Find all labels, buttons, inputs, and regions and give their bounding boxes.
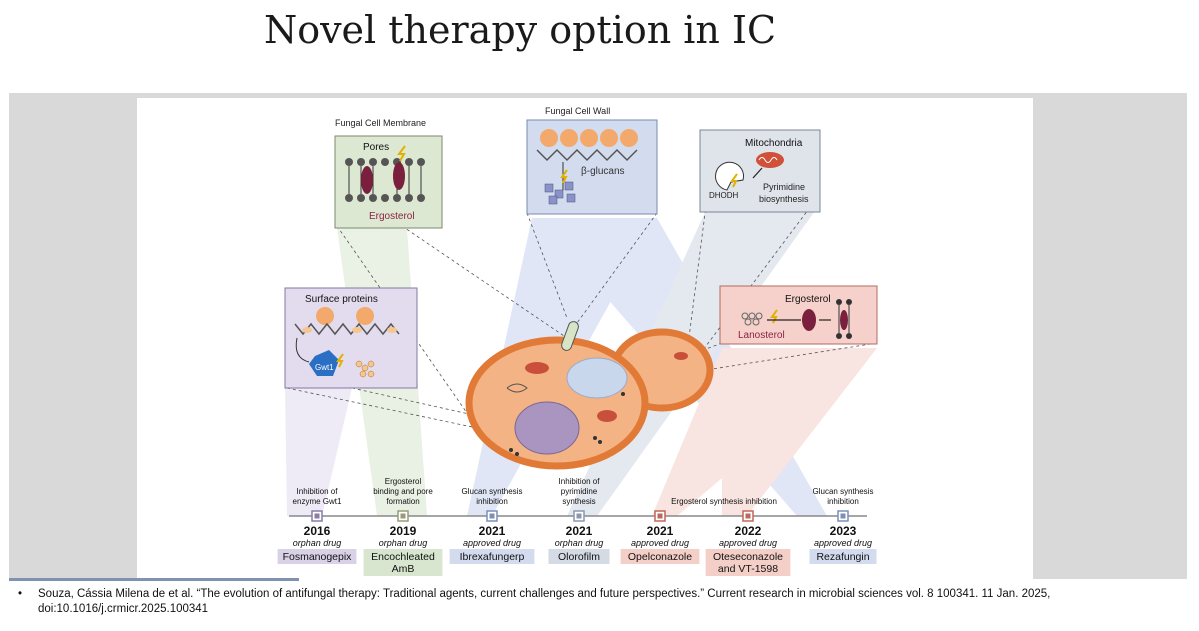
ergosterol-title: Ergosterol — [785, 294, 831, 305]
mechanism-text: Glucan synthesis — [813, 487, 874, 496]
bullet-marker: • — [18, 588, 23, 600]
pyrimidine-label: Pyrimidine — [763, 182, 805, 192]
drug-highlight — [705, 549, 791, 576]
mitochondrion-icon — [715, 152, 784, 191]
timeline-marker-core — [489, 513, 495, 519]
drug-name: Rezafungin — [816, 551, 869, 563]
gwt1-label: Gwt1 — [315, 363, 334, 372]
cell-membrane-panel: Fungal Cell Membrane Pores Ergosterol — [334, 118, 443, 229]
timeline-year: 2019 — [390, 524, 417, 538]
drug-name: Olorofilm — [558, 551, 600, 563]
mitochondria-title: Mitochondria — [745, 138, 803, 149]
timeline-marker-core — [314, 513, 320, 519]
drug-name: AmB — [392, 563, 415, 575]
lipid-bilayer-icon — [345, 145, 425, 202]
citation-text: Souza, Cássia Milena de et al. “The evol… — [38, 588, 1051, 615]
yeast-cell-illustration — [465, 321, 714, 470]
drug-highlight — [548, 549, 610, 564]
timeline-status: orphan drug — [555, 538, 604, 548]
pores-title: Pores — [363, 142, 389, 153]
drug-highlight — [809, 549, 877, 564]
drug-name: Opelconazole — [628, 551, 692, 563]
mechanism-text: Glucan synthesis — [462, 487, 523, 496]
timeline-year: 2016 — [304, 524, 331, 538]
timeline-marker-core — [400, 513, 406, 519]
mechanism-text: Ergosterol synthesis inhibition — [671, 497, 777, 506]
mechanism-text: enzyme Gwt1 — [293, 497, 342, 506]
drug-highlight — [620, 549, 700, 564]
ergosterol-panel: Ergosterol Lanosterol — [719, 285, 878, 345]
cell-wall-panel: Fungal Cell Wall β-glucans — [526, 106, 658, 215]
timeline-marker-core — [576, 513, 582, 519]
drug-name: and VT-1598 — [718, 563, 778, 575]
timeline-year: 2021 — [566, 524, 593, 538]
drug-name: Fosmanogepix — [283, 551, 353, 563]
mechanism-text: Inhibition of — [559, 477, 601, 486]
mechanism-text: pyrimidine — [561, 487, 598, 496]
timeline-status: approved drug — [631, 538, 689, 548]
membrane-caption: Fungal Cell Membrane — [335, 118, 426, 128]
drug-name: Ibrexafungerp — [460, 551, 525, 563]
drug-name: Oteseconazole — [713, 551, 783, 563]
biosynthesis-label: biosynthesis — [759, 194, 809, 204]
surface-proteins-icon — [294, 307, 400, 378]
mechanism-text: Ergosterol — [385, 477, 422, 486]
slide-title: Novel therapy option in IC — [263, 8, 777, 52]
mechanism-text: synthesis — [562, 497, 595, 506]
timeline-status: orphan drug — [379, 538, 428, 548]
dhodh-label: DHODH — [709, 191, 739, 200]
mechanism-text: inhibition — [476, 497, 508, 506]
timeline-status: approved drug — [814, 538, 872, 548]
timeline-status: approved drug — [719, 538, 777, 548]
ergosterol-synthesis-icon — [741, 299, 852, 339]
ergosterol-label: Ergosterol — [369, 211, 415, 222]
wall-caption: Fungal Cell Wall — [545, 106, 610, 116]
beta-glucans-label: β-glucans — [581, 166, 625, 177]
timeline-year: 2023 — [830, 524, 857, 538]
lanosterol-label: Lanosterol — [738, 330, 785, 341]
mitochondria-panel: Mitochondria DHODH Pyrimidine biosynthes… — [699, 129, 821, 213]
timeline-marker-core — [657, 513, 663, 519]
mechanism-text: binding and pore — [373, 487, 433, 496]
antifungal-figure: Fungal Cell Membrane Pores Ergosterol Fu… — [137, 98, 1033, 580]
surface-proteins-panel: Surface proteins Gwt1 — [284, 287, 418, 389]
footnote-rule — [9, 578, 299, 581]
drug-highlight — [363, 549, 443, 576]
drug-highlight — [277, 549, 357, 564]
mechanism-text: inhibition — [827, 497, 859, 506]
timeline-year: 2022 — [735, 524, 762, 538]
timeline-year: 2021 — [647, 524, 674, 538]
cell-wall-icon — [536, 129, 638, 205]
timeline-status: approved drug — [463, 538, 521, 548]
timeline-marker-core — [745, 513, 751, 519]
timeline-year: 2021 — [479, 524, 506, 538]
mechanism-text: formation — [386, 497, 419, 506]
dashed-connectors — [286, 197, 878, 429]
surface-proteins-title: Surface proteins — [305, 294, 378, 305]
drug-name: Encochleated — [371, 551, 435, 563]
timeline-status: orphan drug — [293, 538, 342, 548]
drug-highlight — [449, 549, 535, 564]
timeline-marker-core — [840, 513, 846, 519]
mechanism-text: Inhibition of — [297, 487, 339, 496]
figure-svg: Fungal Cell Membrane Pores Ergosterol Fu… — [277, 106, 878, 576]
